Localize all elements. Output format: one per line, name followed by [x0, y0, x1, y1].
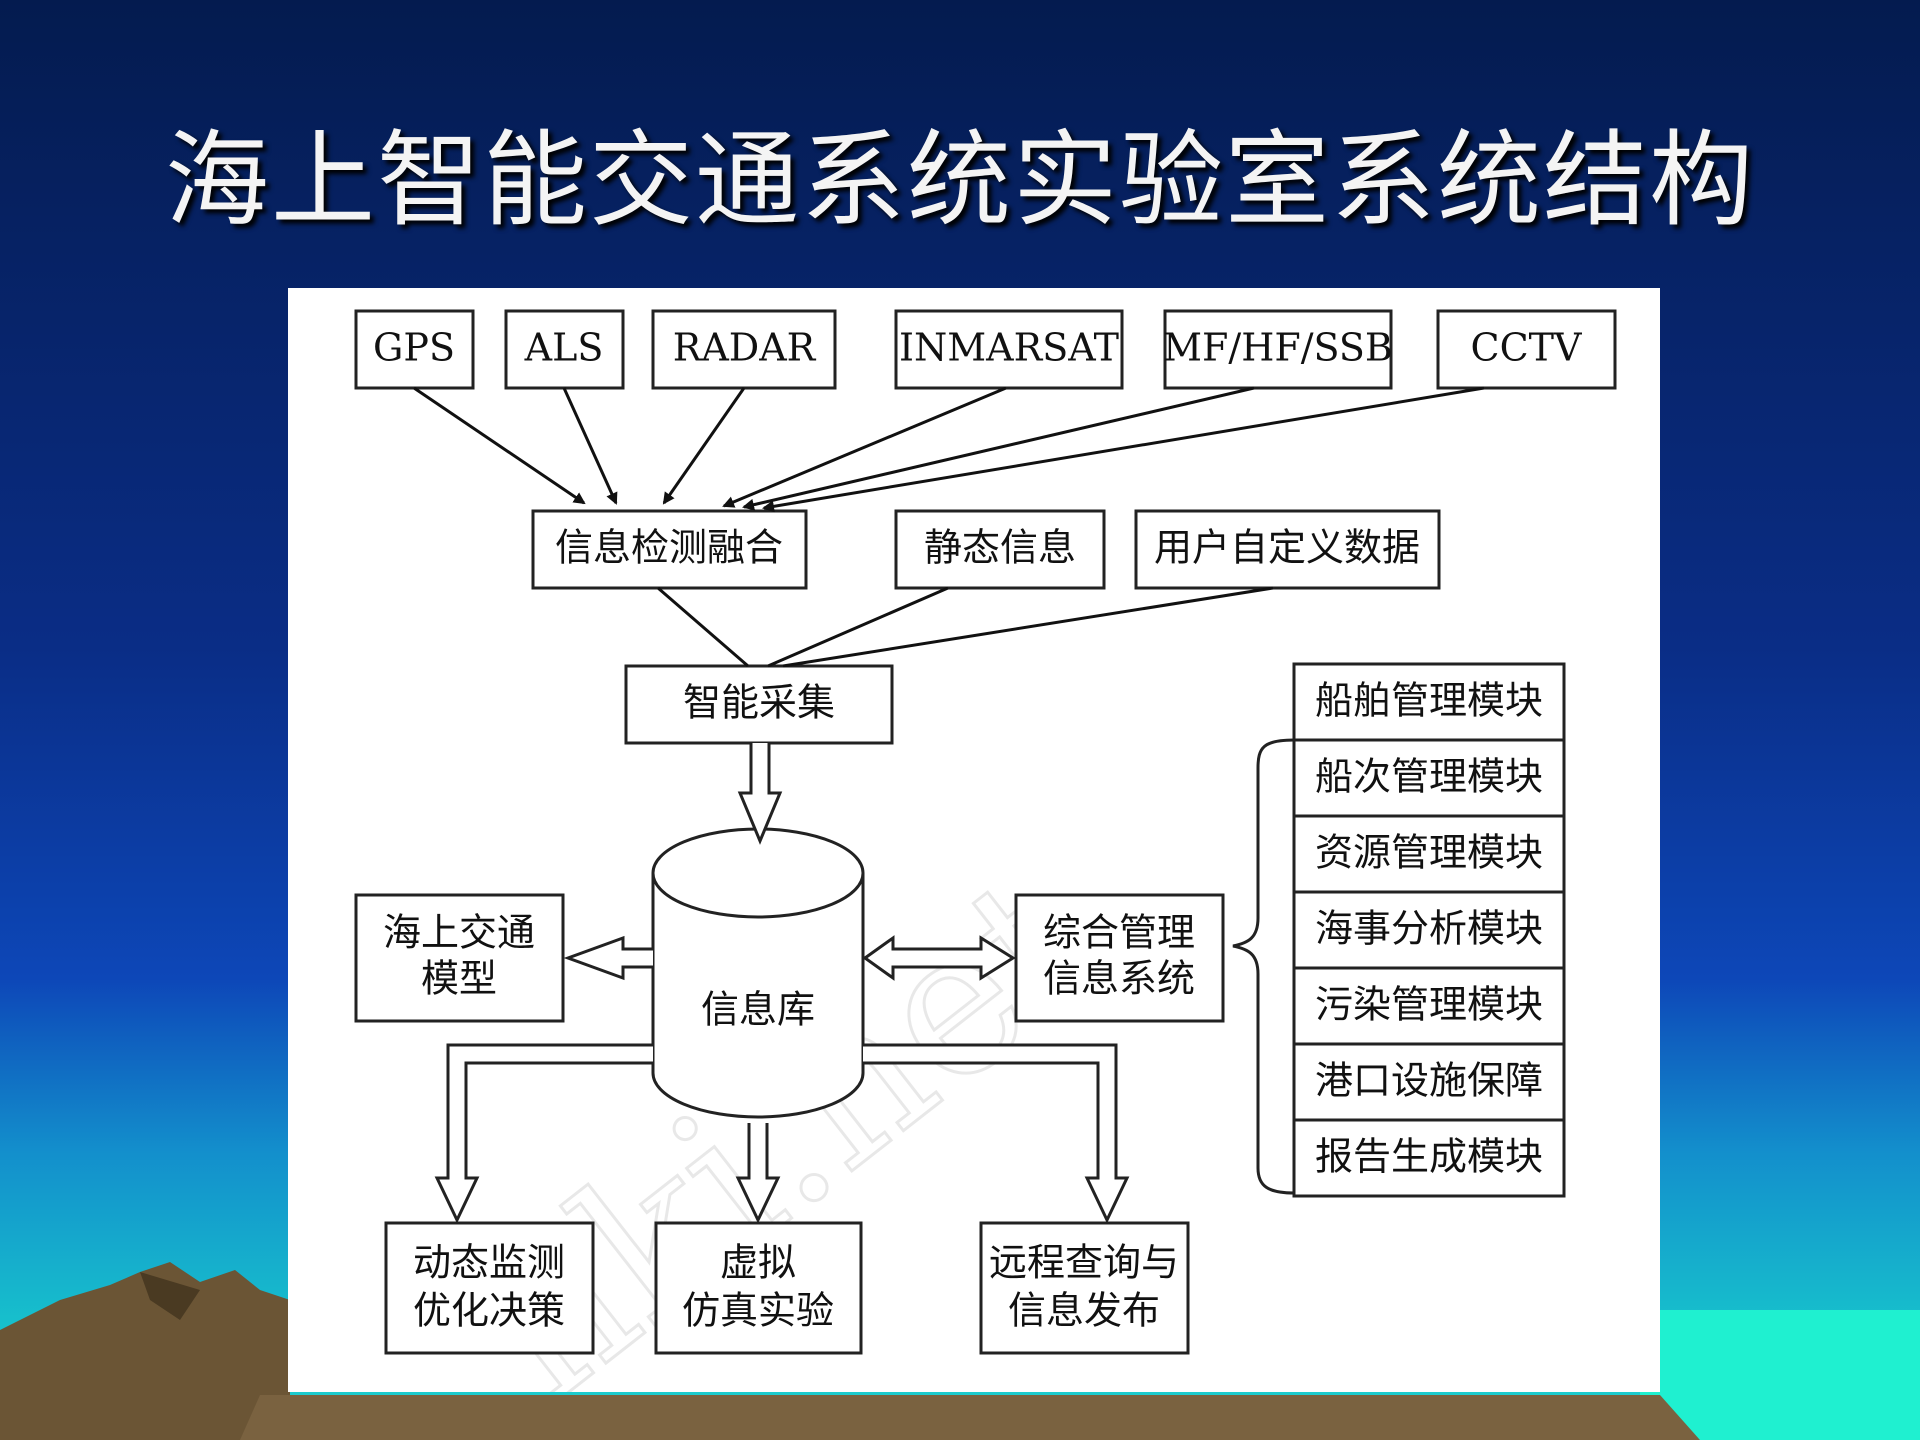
mountain: [0, 1262, 290, 1440]
arrow-db-to-monitor: [434, 1043, 653, 1224]
arrow-db-to-simulation: [735, 1123, 781, 1224]
module-box-4: [1292, 890, 1566, 970]
label-simulation-2: 仿真实验: [682, 1289, 834, 1333]
fusion-box: [531, 509, 808, 590]
sea-strip: [1640, 1310, 1920, 1440]
label-module-1: 船舶管理模块: [1315, 679, 1543, 723]
architecture-diagram: nki.net: [288, 288, 1660, 1392]
arrow-mfhfssb: [742, 386, 1255, 511]
arrow-db-to-model: [563, 935, 653, 981]
static-info-box: [894, 509, 1106, 590]
user-data-box: [1134, 509, 1441, 590]
label-mgmt-system-2: 信息系统: [1043, 957, 1195, 1001]
label-radar: RADAR: [673, 326, 817, 370]
label-traffic-model-2: 模型: [421, 957, 497, 1001]
source-arrows: [413, 386, 1485, 513]
output-box-simulation: [654, 1221, 863, 1355]
arrow-radar: [662, 387, 746, 505]
output-box-query: [979, 1221, 1190, 1355]
arrow-cctv: [762, 386, 1485, 513]
module-box-3: [1292, 814, 1566, 894]
label-module-4: 海事分析模块: [1315, 907, 1543, 951]
label-query-2: 信息发布: [1008, 1289, 1160, 1333]
arrow-als: [562, 387, 618, 505]
label-mgmt-system-1: 综合管理: [1043, 911, 1195, 955]
module-box-1: [1292, 662, 1566, 742]
module-box-7: [1292, 1118, 1566, 1198]
slide-title: 海上智能交通系统实验室系统结构: [164, 119, 1755, 241]
traffic-model-box: [354, 893, 565, 1023]
label-module-5: 污染管理模块: [1315, 983, 1543, 1027]
label-user-data: 用户自定义数据: [1154, 526, 1420, 570]
label-traffic-model-1: 海上交通: [383, 911, 535, 955]
source-box-cctv: [1436, 309, 1617, 390]
label-collect: 智能采集: [683, 681, 835, 725]
label-database: 信息库: [701, 988, 815, 1032]
box-group: [354, 309, 1617, 1355]
label-simulation-1: 虚拟: [720, 1241, 796, 1285]
label-module-3: 资源管理模块: [1315, 831, 1543, 875]
label-group: GPS ALS RADAR INMARSAT MF/HF/SSB CCTV 信息…: [373, 326, 1582, 1333]
label-module-7: 报告生成模块: [1315, 1135, 1543, 1179]
source-box-mfhfssb: [1163, 309, 1393, 390]
label-monitor-1: 动态监测: [413, 1241, 565, 1285]
source-box-radar: [651, 309, 837, 390]
module-box-2: [1292, 738, 1566, 818]
ground: [240, 1395, 1700, 1440]
arrow-db-mgmt: [862, 935, 1016, 981]
label-fusion: 信息检测融合: [555, 526, 783, 570]
mountain-shadow: [140, 1272, 200, 1320]
label-query-1: 远程查询与: [989, 1241, 1179, 1285]
hollow-arrows: [434, 743, 1130, 1224]
module-brace: [1232, 738, 1295, 1195]
arrow-collect-to-db: [737, 743, 783, 845]
label-static-info: 静态信息: [924, 526, 1076, 570]
source-box-inmarsat: [894, 309, 1124, 390]
output-box-monitor: [384, 1221, 595, 1355]
arrow-db-to-query: [863, 1043, 1130, 1224]
collect-input-lines: [657, 586, 1274, 668]
label-gps: GPS: [373, 326, 455, 370]
source-box-gps: [354, 309, 475, 390]
label-cctv: CCTV: [1471, 326, 1582, 370]
label-mfhfssb: MF/HF/SSB: [1163, 326, 1393, 370]
module-stack: [1292, 662, 1566, 1198]
label-monitor-2: 优化决策: [413, 1289, 565, 1333]
label-als: ALS: [524, 326, 604, 370]
arrow-gps: [413, 386, 586, 505]
database-cylinder: [651, 827, 865, 1119]
label-module-2: 船次管理模块: [1315, 755, 1543, 799]
module-box-6: [1292, 1042, 1566, 1122]
label-module-6: 港口设施保障: [1315, 1059, 1543, 1103]
mgmt-system-box: [1014, 893, 1225, 1023]
arrow-inmarsat: [722, 386, 1007, 508]
label-inmarsat: INMARSAT: [899, 326, 1119, 370]
